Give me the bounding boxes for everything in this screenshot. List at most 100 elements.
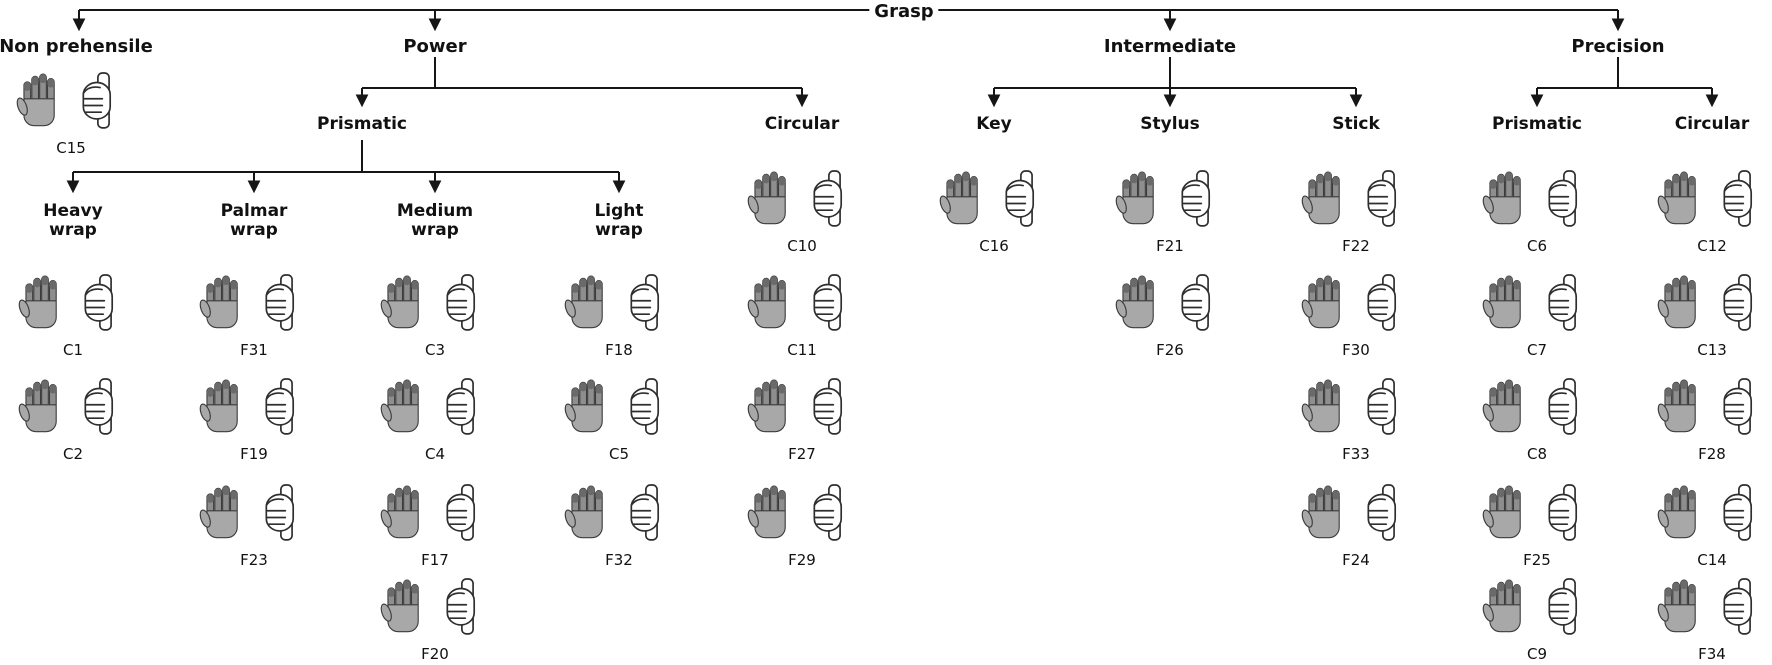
palm-hand-icon — [379, 379, 419, 433]
palm-hand-icon — [746, 275, 786, 329]
object-hand-icon — [1367, 484, 1397, 541]
object-hand-icon — [813, 170, 843, 227]
branch-label-power: Power — [398, 36, 472, 57]
object-hand-icon — [1548, 578, 1578, 635]
grasp-illustration — [198, 274, 295, 331]
grasp-code: F18 — [605, 341, 633, 359]
object-hand-icon — [1548, 484, 1578, 541]
grasp-item-F27: F27 — [740, 368, 864, 462]
palm-hand-icon — [1481, 485, 1521, 539]
palm-hand-icon — [198, 485, 238, 539]
branch-label-medium-wrap: Medium wrap — [396, 201, 474, 240]
grasp-item-C6: C6 — [1475, 160, 1599, 254]
grasp-code: F30 — [1342, 341, 1370, 359]
grasp-code: F33 — [1342, 445, 1370, 463]
grasp-illustration — [198, 484, 295, 541]
grasp-code: F27 — [788, 445, 816, 463]
grasp-code: F25 — [1523, 551, 1551, 569]
grasp-illustration — [15, 72, 112, 129]
grasp-code: C10 — [787, 237, 817, 255]
grasp-illustration — [1300, 170, 1397, 227]
grasp-item-C2: C2 — [11, 368, 135, 462]
object-hand-icon — [1723, 274, 1753, 331]
branch-label-precision: Precision — [1566, 36, 1670, 57]
palm-hand-icon — [1656, 275, 1696, 329]
grasp-item-F21: F21 — [1108, 160, 1232, 254]
grasp-code: F26 — [1156, 341, 1184, 359]
grasp-code: C14 — [1697, 551, 1727, 569]
grasp-code: C5 — [608, 445, 630, 463]
object-hand-icon — [265, 274, 295, 331]
grasp-item-C11: C11 — [740, 264, 864, 358]
palm-hand-icon — [1481, 379, 1521, 433]
grasp-illustration — [1300, 484, 1397, 541]
grasp-item-C13: C13 — [1650, 264, 1772, 358]
palm-hand-icon — [379, 275, 419, 329]
branch-label-stylus: Stylus — [1135, 114, 1205, 134]
grasp-item-F34: F34 — [1650, 568, 1772, 662]
palm-hand-icon — [938, 171, 978, 225]
object-hand-icon — [1548, 274, 1578, 331]
object-hand-icon — [1181, 170, 1211, 227]
grasp-code: C6 — [1526, 237, 1548, 255]
branch-label-stick: Stick — [1327, 114, 1385, 134]
grasp-code: C9 — [1526, 645, 1548, 663]
object-hand-icon — [1548, 170, 1578, 227]
grasp-item-C8: C8 — [1475, 368, 1599, 462]
grasp-code: F31 — [240, 341, 268, 359]
grasp-item-C14: C14 — [1650, 474, 1772, 568]
grasp-illustration — [17, 378, 114, 435]
grasp-illustration — [379, 578, 476, 635]
object-hand-icon — [84, 378, 114, 435]
grasp-item-C4: C4 — [373, 368, 497, 462]
palm-hand-icon — [198, 275, 238, 329]
grasp-illustration — [1481, 484, 1578, 541]
branch-label-power-prismatic: Prismatic — [311, 114, 413, 134]
grasp-illustration — [563, 484, 660, 541]
grasp-code: C7 — [1526, 341, 1548, 359]
object-hand-icon — [1181, 274, 1211, 331]
grasp-item-C1: C1 — [11, 264, 135, 358]
object-hand-icon — [82, 72, 112, 129]
grasp-illustration — [563, 274, 660, 331]
object-hand-icon — [630, 274, 660, 331]
grasp-item-F22: F22 — [1294, 160, 1418, 254]
grasp-illustration — [198, 378, 295, 435]
grasp-item-C5: C5 — [557, 368, 681, 462]
object-hand-icon — [446, 274, 476, 331]
grasp-item-C7: C7 — [1475, 264, 1599, 358]
object-hand-icon — [1723, 378, 1753, 435]
grasp-item-F29: F29 — [740, 474, 864, 568]
object-hand-icon — [1367, 170, 1397, 227]
palm-hand-icon — [746, 171, 786, 225]
grasp-illustration — [1481, 274, 1578, 331]
object-hand-icon — [265, 378, 295, 435]
palm-hand-icon — [1114, 171, 1154, 225]
grasp-code: F28 — [1698, 445, 1726, 463]
object-hand-icon — [446, 378, 476, 435]
palm-hand-icon — [1114, 275, 1154, 329]
grasp-illustration — [1656, 578, 1753, 635]
palm-hand-icon — [1481, 275, 1521, 329]
branch-label-key: Key — [971, 114, 1017, 134]
palm-hand-icon — [1656, 171, 1696, 225]
grasp-item-F26: F26 — [1108, 264, 1232, 358]
grasp-illustration — [746, 170, 843, 227]
grasp-code: C11 — [787, 341, 817, 359]
palm-hand-icon — [1656, 379, 1696, 433]
grasp-item-F24: F24 — [1294, 474, 1418, 568]
grasp-illustration — [379, 274, 476, 331]
grasp-illustration — [1114, 170, 1211, 227]
grasp-item-C3: C3 — [373, 264, 497, 358]
grasp-illustration — [746, 484, 843, 541]
object-hand-icon — [813, 484, 843, 541]
object-hand-icon — [446, 484, 476, 541]
palm-hand-icon — [1300, 485, 1340, 539]
object-hand-icon — [1723, 484, 1753, 541]
grasp-item-C10: C10 — [740, 160, 864, 254]
grasp-item-C16: C16 — [932, 160, 1056, 254]
grasp-illustration — [1300, 274, 1397, 331]
palm-hand-icon — [746, 379, 786, 433]
palm-hand-icon — [1481, 579, 1521, 633]
